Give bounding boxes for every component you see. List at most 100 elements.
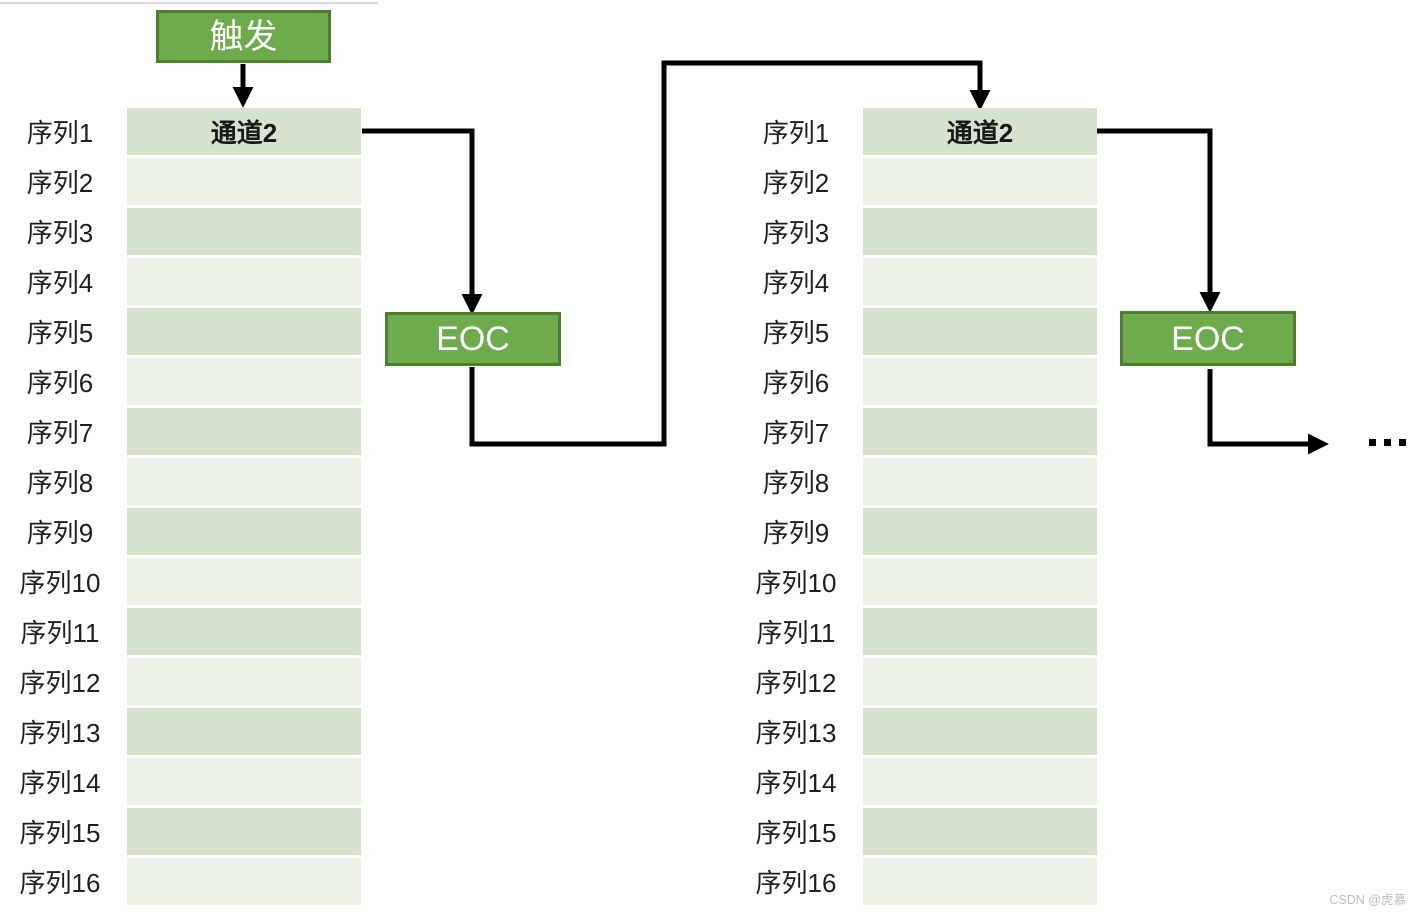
channel-cell: 通道2	[127, 108, 361, 155]
ellipsis-dot	[1369, 439, 1376, 446]
table-row: 序列5	[10, 308, 361, 355]
sequence-label: 序列5	[762, 318, 830, 348]
table-row: 序列16	[10, 858, 361, 905]
sequence-label: 序列3	[26, 218, 94, 248]
sequence-label: 序列16	[19, 868, 101, 898]
table-row: 序列16	[746, 858, 1097, 905]
sequence-label: 序列14	[755, 768, 837, 798]
channel-cell	[127, 658, 361, 705]
arrow-eoc2-to-next	[1207, 369, 1329, 455]
arrow-table2-to-eoc2	[1097, 128, 1221, 313]
table-row: 序列7	[10, 408, 361, 455]
sequence-label: 序列10	[755, 568, 837, 598]
channel-cell	[127, 508, 361, 555]
table-row: 序列9	[746, 508, 1097, 555]
table-row: 序列3	[746, 208, 1097, 255]
channel-cell	[863, 708, 1097, 755]
sequence-label: 序列12	[19, 668, 101, 698]
sequence-label: 序列7	[26, 418, 94, 448]
channel-cell	[863, 758, 1097, 805]
channel-cell	[127, 208, 361, 255]
channel-cell	[127, 308, 361, 355]
channel-cell	[127, 758, 361, 805]
sequence-label: 序列12	[755, 668, 837, 698]
table-row: 序列3	[10, 208, 361, 255]
sequence-label: 序列1	[762, 118, 830, 148]
channel-cell	[863, 458, 1097, 505]
channel-cell	[863, 258, 1097, 305]
sequence-label: 序列10	[19, 568, 101, 598]
sequence-table-right: 序列1 通道2 序列2 序列3 序列4 序列5	[746, 108, 1097, 908]
sequence-label: 序列15	[755, 818, 837, 848]
table-row: 序列2	[746, 158, 1097, 205]
table-row: 序列1 通道2	[746, 108, 1097, 155]
table-row: 序列15	[746, 808, 1097, 855]
sequence-label: 序列2	[762, 168, 830, 198]
channel-cell	[863, 358, 1097, 405]
channel-cell	[127, 358, 361, 405]
table-row: 序列8	[746, 458, 1097, 505]
channel-cell	[127, 708, 361, 755]
sequence-label: 序列7	[762, 418, 830, 448]
arrow-table1-to-eoc1	[362, 128, 483, 315]
channel-cell	[863, 208, 1097, 255]
channel-cell	[127, 858, 361, 905]
channel-cell	[127, 258, 361, 305]
table-row: 序列8	[10, 458, 361, 505]
table-row: 序列12	[746, 658, 1097, 705]
table-row: 序列13	[10, 708, 361, 755]
table-row: 序列13	[746, 708, 1097, 755]
channel-cell	[127, 408, 361, 455]
sequence-label: 序列13	[755, 718, 837, 748]
table-row: 序列6	[10, 358, 361, 405]
table-row: 序列5	[746, 308, 1097, 355]
table-row: 序列7	[746, 408, 1097, 455]
sequence-label: 序列11	[756, 618, 836, 648]
channel-cell	[863, 558, 1097, 605]
table-row: 序列2	[10, 158, 361, 205]
sequence-label: 序列1	[26, 118, 94, 148]
channel-cell	[127, 458, 361, 505]
table-row: 序列4	[746, 258, 1097, 305]
table-row: 序列9	[10, 508, 361, 555]
channel-cell	[863, 408, 1097, 455]
table-row: 序列11	[746, 608, 1097, 655]
table-row: 序列6	[746, 358, 1097, 405]
table-row: 序列10	[10, 558, 361, 605]
sequence-label: 序列9	[762, 518, 830, 548]
sequence-label: 序列4	[762, 268, 830, 298]
channel-cell	[863, 608, 1097, 655]
table-row: 序列4	[10, 258, 361, 305]
table-row: 序列10	[746, 558, 1097, 605]
sequence-label: 序列14	[19, 768, 101, 798]
sequence-label: 序列4	[26, 268, 94, 298]
sequence-label: 序列6	[26, 368, 94, 398]
table-row: 序列15	[10, 808, 361, 855]
sequence-label: 序列6	[762, 368, 830, 398]
sequence-label: 序列9	[26, 518, 94, 548]
channel-cell	[863, 308, 1097, 355]
channel-cell: 通道2	[863, 108, 1097, 155]
table-row: 序列14	[746, 758, 1097, 805]
trigger-box: 触发	[156, 10, 331, 63]
ellipsis-dot	[1384, 439, 1391, 446]
ellipsis-dot	[1399, 439, 1406, 446]
channel-cell	[863, 508, 1097, 555]
sequence-label: 序列15	[19, 818, 101, 848]
sequence-label: 序列11	[20, 618, 100, 648]
channel-cell	[127, 608, 361, 655]
watermark: CSDN @虎慕	[1329, 893, 1406, 907]
ellipsis-icon	[1369, 439, 1406, 446]
eoc-box-right: EOC	[1120, 311, 1296, 366]
sequence-label: 序列13	[19, 718, 101, 748]
channel-cell	[863, 658, 1097, 705]
sequence-label: 序列8	[26, 468, 94, 498]
channel-cell	[127, 158, 361, 205]
table-row: 序列1 通道2	[10, 108, 361, 155]
channel-cell	[127, 558, 361, 605]
sequence-label: 序列3	[762, 218, 830, 248]
sequence-label: 序列16	[755, 868, 837, 898]
eoc-box-left: EOC	[385, 312, 561, 366]
top-border-line	[0, 2, 378, 4]
